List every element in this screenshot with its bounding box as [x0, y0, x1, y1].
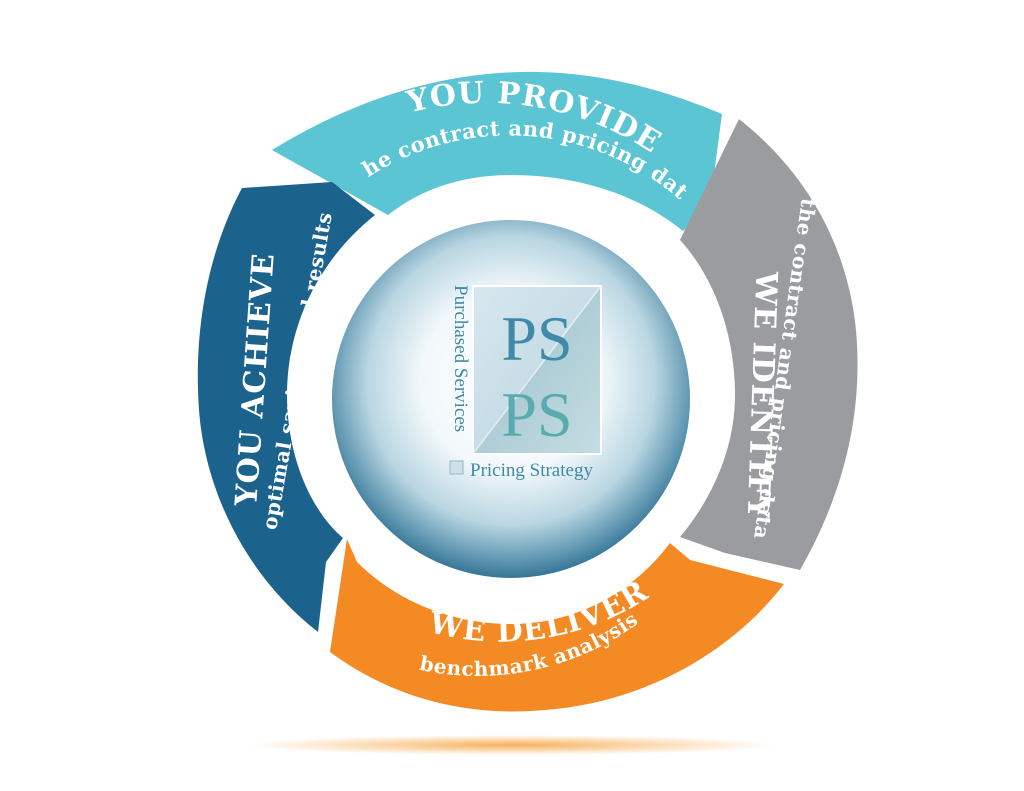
psps-logo: PS PS Purchased Services Pricing Strateg…: [449, 285, 602, 481]
center-disc-rim: [326, 214, 696, 584]
logo-foot-text: Pricing Strategy: [470, 460, 593, 481]
logo-diagonal: [472, 285, 602, 455]
logo-side-text: Purchased Services: [450, 285, 471, 432]
logo-monogram-top: PS: [501, 303, 572, 374]
segment-deliver[interactable]: [330, 539, 784, 712]
identify-title: WE IDENTIFY: [740, 270, 784, 519]
segment-identify[interactable]: [680, 119, 858, 570]
logo-monogram-bottom: PS: [501, 379, 572, 450]
segment-provide[interactable]: [272, 71, 722, 231]
segment-achieve[interactable]: [197, 182, 375, 632]
floor-glow: [247, 735, 777, 755]
logo-foot-mark: [449, 460, 464, 475]
